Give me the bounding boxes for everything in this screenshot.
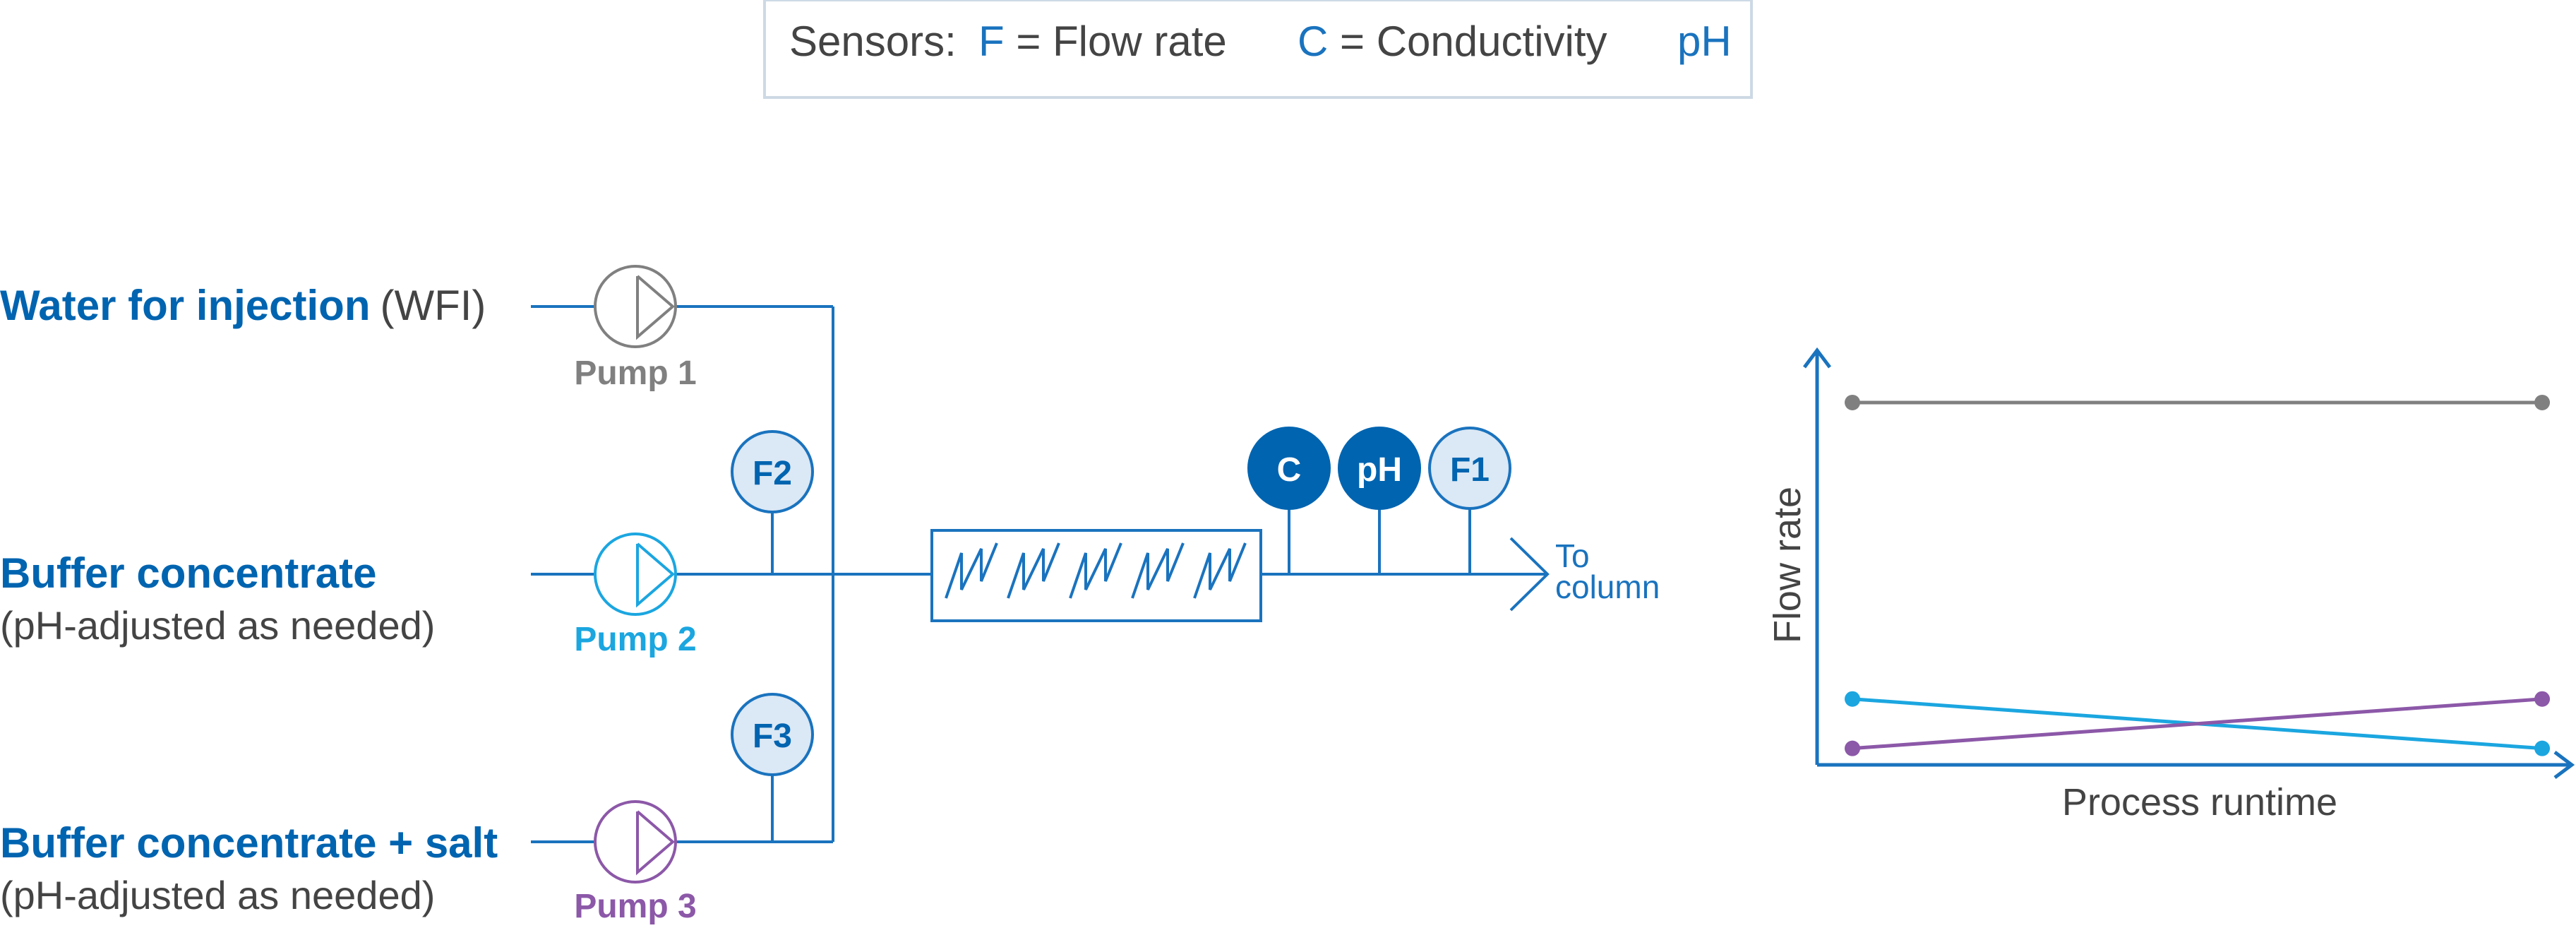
sensor-c-body <box>1247 427 1331 510</box>
chart-y-label: Flow rate <box>1766 487 1809 643</box>
sensor-c-label: C <box>1277 451 1302 489</box>
outlet-label: To column <box>1555 537 1660 605</box>
pump-1-body <box>594 265 677 348</box>
outlet-label-line2: column <box>1555 569 1660 605</box>
chart-point-1-2 <box>2534 394 2551 410</box>
source-salt-note: (pH-adjusted as needed) <box>0 873 435 917</box>
source-salt: Buffer concentrate + salt <box>0 819 498 867</box>
sensor-f1: F1 <box>1428 427 1511 510</box>
sensor-ph-body <box>1338 427 1421 510</box>
sensor-ph-label: pH <box>1357 451 1402 489</box>
pump-1-impeller-icon <box>636 275 676 340</box>
piping <box>531 305 1550 843</box>
pump-3-label: Pump 3 <box>574 888 696 925</box>
outlet-label-line1: To <box>1555 537 1590 574</box>
sensor-f2-body <box>731 430 814 513</box>
mixer-elements <box>945 542 1247 599</box>
chart-point-3-2 <box>2534 691 2551 707</box>
source-wfi: Water for injection(WFI) <box>0 282 486 329</box>
chart-point-2-2 <box>2534 740 2551 756</box>
pump-2-label: Pump 2 <box>574 621 696 658</box>
sensor-c: C <box>1247 427 1331 510</box>
chart-x-axis-arrow-icon <box>2553 751 2575 779</box>
pump-2: Pump 2 <box>574 533 697 658</box>
pump-2-impeller-icon <box>636 542 676 608</box>
pump-1: Pump 1 <box>574 265 697 392</box>
pump-1-label: Pump 1 <box>574 355 696 392</box>
chart-point-1-1 <box>1845 394 1860 410</box>
legend-prefix: Sensors: <box>789 18 957 65</box>
flow-rate-chart: Process runtime Flow rate <box>1766 347 2575 823</box>
mixer-element-1 <box>945 542 998 599</box>
outlet-arrow <box>1509 537 1550 612</box>
mixer-element-3 <box>1069 542 1122 599</box>
static-mixer <box>930 529 1262 622</box>
legend-frame <box>763 0 1753 99</box>
chart-series-layer <box>1845 394 2551 756</box>
legend-flow: F = Flow rate <box>978 18 1227 65</box>
sensor-f1-label: F1 <box>1450 451 1490 489</box>
sensor-f2: F2 <box>731 430 814 513</box>
legend-ph: pH <box>1677 18 1732 65</box>
chart-series-line-3 <box>1852 697 2543 751</box>
sensor-ph: pH <box>1338 427 1421 510</box>
pump-3-impeller-icon <box>636 810 676 876</box>
sensor-f2-label: F2 <box>753 455 792 492</box>
source-buffer-note: (pH-adjusted as needed) <box>0 603 435 648</box>
mixer-element-5 <box>1193 542 1247 599</box>
pump-3-body <box>594 800 677 884</box>
sensor-f3-body <box>731 693 814 776</box>
pump-3: Pump 3 <box>574 800 697 925</box>
chart-x-label: Process runtime <box>2062 781 2337 823</box>
mixer-housing <box>930 529 1262 622</box>
mixer-element-4 <box>1131 542 1185 599</box>
sensor-f1-body <box>1428 427 1511 510</box>
chart-y-axis-arrow-icon <box>1803 347 1831 369</box>
legend-conductivity: C = Conductivity <box>1298 18 1607 65</box>
chart-point-3-1 <box>1845 740 1860 756</box>
chart-point-2-1 <box>1845 691 1860 707</box>
source-buffer: Buffer concentrate <box>0 549 376 597</box>
mixer-element-2 <box>1007 542 1060 599</box>
sensor-f3-label: F3 <box>753 718 792 755</box>
source-labels: Water for injection(WFI) Buffer concentr… <box>0 282 498 917</box>
sensor-f3: F3 <box>731 693 814 776</box>
sensor-legend: Sensors: F = Flow rate C = Conductivity … <box>763 0 1753 99</box>
pump-2-body <box>594 533 677 616</box>
